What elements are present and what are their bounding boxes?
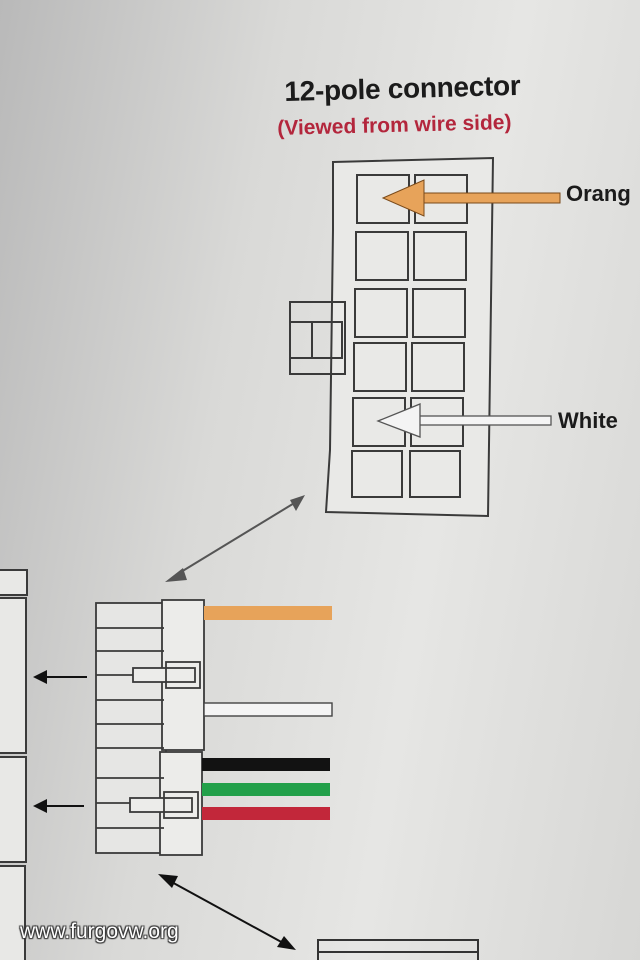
connector-cell	[355, 231, 409, 281]
watermark: www.furgovw.org	[20, 920, 179, 943]
double-arrow-icon	[158, 874, 296, 950]
connector-cell	[412, 288, 466, 338]
connector-cell	[413, 231, 467, 281]
orange-wire-label: Orang	[566, 181, 631, 206]
connector-cell	[409, 450, 461, 498]
diagram-title: 12-pole connector	[284, 69, 521, 107]
side-connector-icon	[0, 569, 28, 960]
white-wire	[203, 702, 333, 717]
double-arrow-icon	[165, 495, 305, 582]
orange-wire-arrow	[381, 179, 561, 217]
insert-arrow	[33, 670, 87, 813]
wires	[202, 606, 333, 820]
green-wire	[202, 783, 330, 796]
white-wire-label: White	[558, 408, 618, 433]
black-wire	[202, 758, 330, 771]
lower-connector-icon	[317, 939, 479, 960]
connector-cell	[411, 342, 465, 392]
harness-connector-icon	[95, 599, 205, 856]
orange-wire	[204, 606, 332, 620]
harness-latch	[129, 661, 201, 819]
connector-cell	[353, 342, 407, 392]
red-wire	[202, 807, 330, 820]
connector-cell	[354, 288, 408, 338]
white-wire-arrow	[376, 403, 552, 438]
connector-12pole-icon	[289, 156, 495, 518]
connector-cell	[351, 450, 403, 498]
connector-cells	[351, 174, 468, 498]
